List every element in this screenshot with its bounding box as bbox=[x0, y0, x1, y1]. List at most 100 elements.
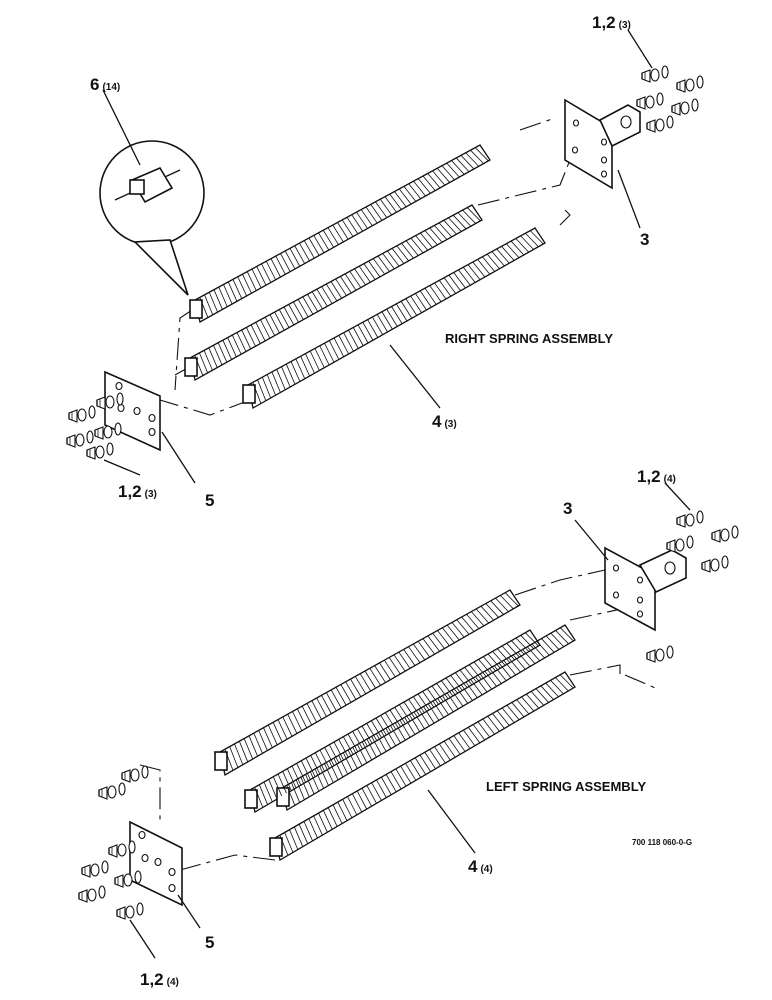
coil-ridge bbox=[401, 243, 414, 259]
coil-ridge bbox=[491, 251, 505, 267]
spring-coils-6 bbox=[279, 674, 574, 856]
coil-ridge bbox=[253, 732, 263, 754]
coil-ridge bbox=[483, 656, 496, 672]
left-spring-top bbox=[214, 589, 521, 777]
coil-ridge bbox=[328, 744, 340, 763]
coil-ridge bbox=[520, 235, 534, 250]
coil-ridge bbox=[389, 193, 402, 210]
coil-ridge bbox=[252, 382, 262, 404]
coil-ridge bbox=[337, 801, 348, 821]
coil-ridge bbox=[482, 256, 495, 272]
left-anchor-plate bbox=[604, 546, 687, 632]
coil-ridge bbox=[380, 730, 392, 749]
coil-ridge bbox=[477, 721, 490, 738]
coil-ridge bbox=[375, 717, 387, 736]
coil-ridge bbox=[324, 763, 334, 783]
coil-ridge bbox=[296, 763, 306, 783]
coil-ridge bbox=[313, 235, 325, 253]
coil-ridge bbox=[446, 162, 460, 178]
label-plug: 6(14) bbox=[90, 75, 120, 94]
right-assembly-guide-lines bbox=[159, 117, 571, 416]
coil-ridge bbox=[462, 209, 476, 224]
label-left-spring: 4(4) bbox=[468, 857, 493, 876]
coil-ridge bbox=[372, 258, 385, 275]
coil-ridge bbox=[309, 350, 320, 371]
coil-ridge bbox=[302, 296, 314, 315]
coil-ridge bbox=[382, 253, 395, 269]
coil-ridge bbox=[446, 624, 460, 641]
coil-ridge bbox=[283, 306, 295, 325]
coil-ridge bbox=[365, 206, 378, 224]
coil-ridge bbox=[448, 738, 461, 755]
coil-ridge bbox=[270, 258, 281, 277]
coil-ridge bbox=[354, 268, 366, 285]
label-left-plate: 5 bbox=[205, 933, 214, 952]
coil-ridge bbox=[242, 273, 252, 294]
coil-ridge bbox=[296, 708, 308, 728]
coil-ridge bbox=[330, 281, 342, 299]
coil-ridge bbox=[213, 345, 223, 365]
coil-ridge bbox=[272, 776, 283, 797]
coil-ridge bbox=[284, 250, 296, 269]
spring-coils-0 bbox=[199, 147, 489, 318]
coil-ridge bbox=[469, 664, 482, 680]
coil-ridge bbox=[370, 720, 382, 738]
coil-ridge bbox=[314, 348, 325, 368]
coil-ridge bbox=[305, 774, 315, 794]
coil-ridge bbox=[346, 217, 359, 234]
coil-ridge bbox=[530, 691, 544, 706]
coil-ridge bbox=[500, 595, 514, 609]
coil-ridge bbox=[470, 149, 484, 164]
coil-ridge bbox=[490, 600, 504, 615]
coil-ridge bbox=[387, 250, 400, 267]
coil-ridge bbox=[275, 255, 286, 275]
coil-ridge bbox=[256, 266, 267, 286]
coil-ridge bbox=[385, 774, 397, 792]
coil-ridge bbox=[356, 790, 367, 810]
coil-ridge bbox=[451, 622, 465, 638]
coil-ridge bbox=[463, 729, 476, 746]
coil-ridge bbox=[512, 654, 526, 670]
coil-ridge bbox=[359, 673, 371, 692]
coil-ridge bbox=[446, 692, 459, 710]
coil-ridge bbox=[298, 824, 308, 844]
coil-ridge bbox=[322, 810, 333, 830]
coil-ridge bbox=[464, 667, 477, 683]
coil-ridge bbox=[300, 776, 310, 797]
coil-ridge bbox=[489, 668, 502, 684]
coil-ridge bbox=[482, 718, 495, 735]
label-right-hw-top: 1,2(3) bbox=[592, 13, 631, 32]
coil-ridge bbox=[357, 324, 369, 343]
coil-ridge bbox=[261, 377, 271, 398]
coil-ridge bbox=[347, 749, 358, 769]
coil-ridge bbox=[289, 829, 299, 850]
coil-ridge bbox=[335, 278, 347, 296]
coil-ridge bbox=[529, 230, 544, 245]
coil-ridge bbox=[465, 681, 478, 698]
coil-ridge bbox=[371, 736, 382, 755]
coil-ridge bbox=[466, 614, 480, 629]
coil-ridge bbox=[555, 630, 569, 644]
coil-ridge bbox=[332, 804, 343, 824]
coil-ridge bbox=[443, 277, 456, 294]
coil-ridge bbox=[218, 286, 228, 307]
coil-ridge bbox=[325, 283, 338, 301]
coil-ridge bbox=[311, 291, 323, 309]
coil-ridge bbox=[321, 286, 333, 304]
coil-ridge bbox=[227, 337, 237, 357]
coil-ridge bbox=[422, 691, 435, 708]
coil-ridge bbox=[332, 224, 344, 242]
coil-ridge bbox=[479, 673, 492, 690]
spring-coils-3 bbox=[224, 592, 519, 771]
coil-ridge bbox=[278, 309, 290, 328]
coil-ridge bbox=[400, 301, 413, 319]
coil-ridge bbox=[413, 180, 426, 197]
label-left-hw-top: 1,2(4) bbox=[637, 467, 676, 486]
coil-ridge bbox=[288, 304, 299, 323]
coil-ridge bbox=[361, 725, 373, 744]
coil-ridge bbox=[550, 632, 564, 647]
coil-ridge bbox=[458, 269, 471, 286]
coil-ridge bbox=[541, 638, 555, 653]
coil-ridge bbox=[263, 727, 273, 748]
coil-ridge bbox=[472, 724, 485, 741]
